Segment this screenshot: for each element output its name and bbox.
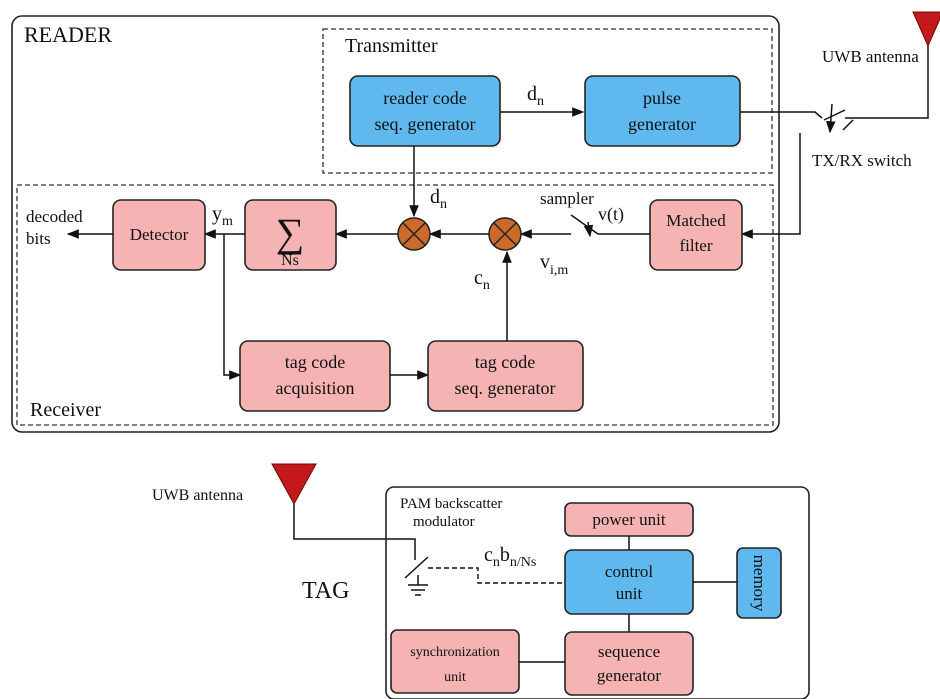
cn-label: cn (474, 267, 490, 293)
tag-code-acquisition-label-1: tag code (285, 352, 345, 372)
modulator-label-1: PAM backscatter (400, 496, 502, 512)
reader-code-generator-label-1: reader code (383, 88, 466, 108)
dn-rx-label: dn (430, 186, 447, 212)
cb-label: cnbn/Ns (484, 544, 536, 570)
sum-block (244, 199, 337, 271)
sequence-generator-label-1: sequence (598, 642, 660, 661)
memory-block (736, 547, 782, 619)
tag-title: TAG (302, 578, 349, 604)
reader-frame (11, 15, 780, 433)
reader-title: READER (24, 22, 112, 47)
modulator-label-2: modulator (413, 514, 475, 530)
tag-frame (385, 486, 810, 699)
pulse-generator-label-1: pulse (643, 88, 681, 108)
dn-tx-label: dn (527, 83, 544, 109)
reader-antenna-label: UWB antenna (822, 47, 919, 66)
pulse-to-switch-wire (740, 111, 823, 119)
control-unit-label-2: unit (616, 584, 643, 603)
matched-filter-block (649, 199, 743, 271)
modulation-control-line (428, 567, 565, 584)
tx-rx-switch-label: TX/RX switch (812, 151, 912, 170)
sum-ns-label: Ns (281, 252, 299, 269)
sampler-arrow (583, 221, 594, 238)
synchronization-unit-label-2: unit (444, 670, 466, 685)
vim-label: vi,m (540, 251, 568, 278)
tag-code-acquisition-block (239, 340, 391, 412)
reader-antenna-icon (912, 11, 940, 48)
transmitter-frame (322, 28, 773, 174)
mixer-left-icon (397, 217, 431, 251)
switch-to-matched-filter-arrow (740, 133, 801, 239)
control-unit-label-1: control (605, 562, 653, 581)
tag-code-generator-label-2: seq. generator (455, 378, 556, 398)
decoded-bits-label-1: decoded (26, 207, 83, 226)
backscatter-switch-icon (404, 553, 429, 596)
switch-to-antenna-wire (845, 45, 929, 119)
transmitter-title: Transmitter (345, 35, 438, 57)
receiver-title: Receiver (30, 399, 101, 421)
matched-filter-label-1: Matched (666, 211, 726, 230)
pulse-generator-label-2: generator (628, 114, 696, 134)
tx-rx-switch-arrow (825, 103, 836, 134)
tx-rx-switch-blade (823, 109, 846, 121)
matched-filter-label-2: filter (679, 236, 712, 255)
tag-antenna-wire (293, 504, 416, 553)
tx-rx-switch-contact (842, 119, 854, 131)
tag-code-acquisition-label-2: acquisition (276, 378, 355, 398)
detector-block (112, 199, 206, 271)
decoded-bits-label-2: bits (26, 229, 51, 248)
power-unit-label: power unit (592, 510, 665, 529)
reader-code-generator-label-2: seq. generator (375, 114, 476, 134)
synchronization-unit-label-1: synchronization (410, 645, 499, 660)
mixer-right-icon (488, 217, 522, 251)
reader-code-generator-block (349, 75, 501, 147)
pulse-generator-block (584, 75, 741, 147)
sequence-generator-block (564, 631, 694, 696)
receiver-frame (16, 184, 774, 426)
tag-antenna-label: UWB antenna (152, 487, 243, 504)
sequence-generator-label-2: generator (597, 666, 662, 685)
sampler-switch (570, 214, 599, 235)
vt-label: v(t) (598, 204, 624, 225)
sampler-label: sampler (540, 189, 594, 208)
tag-code-generator-block (427, 340, 584, 412)
ym-label: ym (212, 203, 233, 229)
tag-code-generator-label-1: tag code (475, 352, 535, 372)
control-unit-block (564, 549, 694, 615)
tag-antenna-icon (271, 463, 317, 506)
detector-label: Detector (130, 225, 189, 244)
ym-to-acquisition-arrow (223, 234, 242, 380)
memory-label: memory (750, 555, 769, 612)
sum-symbol: ∑ (276, 210, 305, 255)
